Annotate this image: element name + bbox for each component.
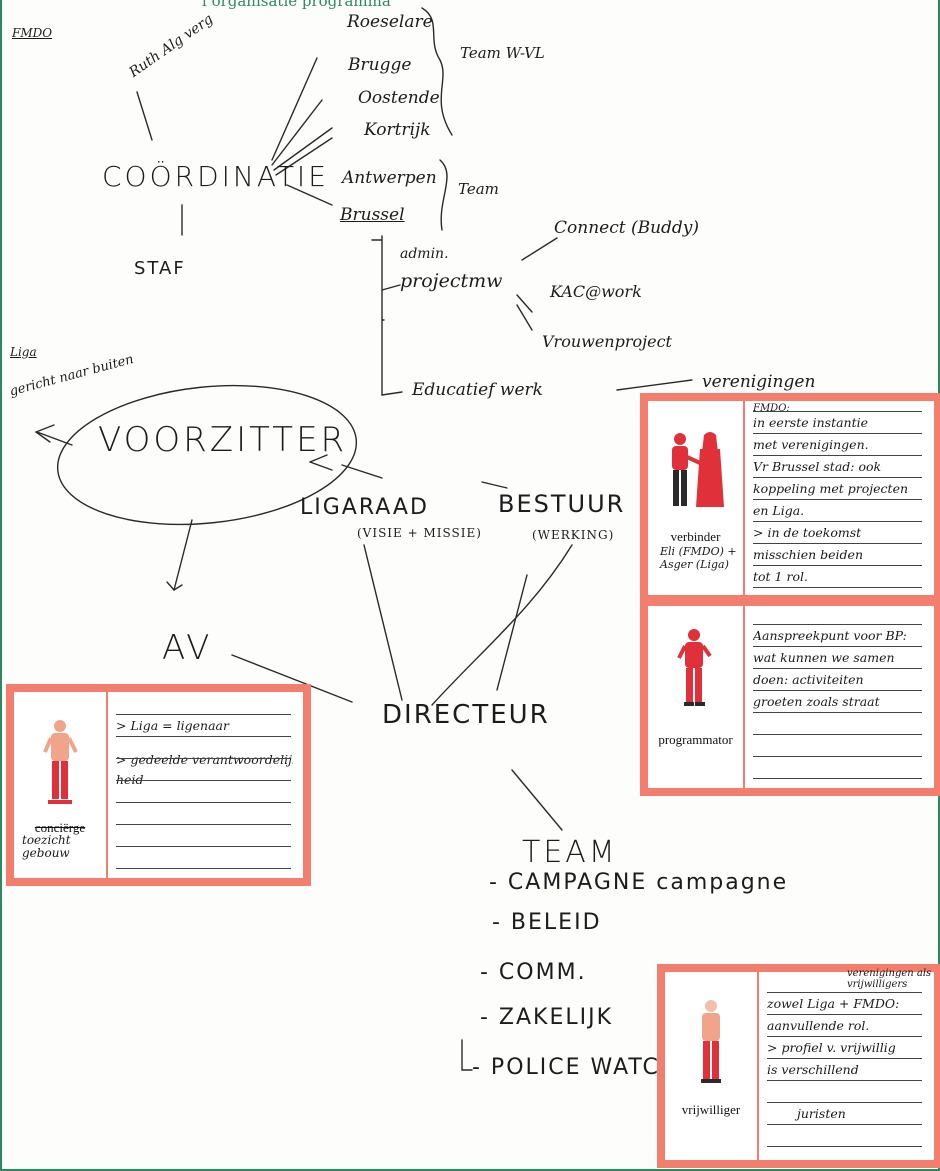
card-programmator-role: programmator — [658, 732, 733, 747]
card-verbinder-note: > in de toekomst — [753, 525, 862, 540]
card-verbinder-note: tot 1 rol. — [753, 569, 808, 584]
person-figure-icon — [677, 629, 712, 706]
node-coordinatie: COÖRDINATIE — [102, 160, 329, 193]
card-concierge-illustration: conciërge toezicht gebouw — [14, 692, 108, 878]
card-verbinder-note: FMDO: — [753, 403, 790, 414]
node-vrouwenproject: Vrouwenproject — [542, 332, 672, 351]
card-vrijwilliger-illustration: vrijwilliger — [665, 972, 759, 1160]
node-bestuur: BESTUUR — [498, 490, 626, 518]
card-verbinder: verbinder Eli (FMDO) + Asger (Liga) FMDO… — [640, 393, 940, 603]
card-verbinder-note: misschien beiden — [753, 547, 863, 562]
card-programmator: programmator Aanspreekpunt voor BP: wat … — [640, 598, 940, 796]
city-kortrijk: Kortrijk — [364, 120, 431, 140]
card-programmator-illustration: programmator — [648, 606, 745, 788]
card-verbinder-note: met verenigingen. — [753, 437, 869, 452]
city-brussel: Brussel — [340, 205, 405, 225]
card-programmator-note: wat kunnen we samen — [753, 650, 895, 665]
team-center-label: Team — [458, 180, 499, 198]
team-item-beleid: - BELEID — [492, 910, 602, 935]
node-staf: STAF — [134, 258, 186, 279]
node-directeur: DIRECTEUR — [382, 700, 550, 730]
card-programmator-note: groeten zoals straat — [753, 694, 880, 709]
card-verbinder-extra: Eli (FMDO) + Asger (Liga) — [660, 545, 737, 571]
card-verbinder-lines: FMDO: in eerste instantie met vereniging… — [743, 401, 934, 595]
card-vrijwilliger: vrijwilliger verenigingen als vrijwillig… — [657, 964, 940, 1168]
team-item-comm: - COMM. — [480, 960, 587, 985]
node-ligaraad-sub: (VISIE + MISSIE) — [357, 526, 482, 540]
couple-figure-icon — [672, 432, 724, 507]
team-item-campagne: - CAMPAGNE campagne — [489, 870, 789, 895]
node-kacwork: KAC@work — [550, 282, 642, 301]
card-concierge-note: > gedeelde verantwoordelijk- — [116, 752, 293, 767]
card-vrijwilliger-top-note: verenigingen als vrijwilligers — [847, 968, 932, 990]
card-concierge-role-alt: toezicht gebouw — [22, 833, 71, 860]
card-programmator-lines: Aanspreekpunt voor BP: wat kunnen we sam… — [743, 606, 934, 788]
card-vrijwilliger-note: aanvullende rol. — [767, 1018, 870, 1033]
card-verbinder-note: Vr Brussel stad: ook — [753, 459, 882, 474]
node-connect: Connect (Buddy) — [554, 218, 700, 238]
card-vrijwilliger-lines: verenigingen als vrijwilligers zowel Lig… — [757, 968, 934, 1160]
card-concierge-role: conciërge — [34, 820, 86, 835]
node-av: AV — [162, 628, 213, 668]
card-vrijwilliger-note: zowel Liga + FMDO: — [767, 996, 900, 1011]
node-voorzitter: VOORZITTER — [98, 420, 348, 460]
card-verbinder-note: en Liga. — [753, 503, 805, 518]
card-concierge-note: heid — [116, 772, 144, 787]
card-concierge-note: > Liga = ligenaar — [116, 718, 229, 733]
team-item-police-watch: - POLICE WATCH — [472, 1055, 679, 1080]
city-antwerpen: Antwerpen — [342, 168, 437, 188]
node-ligaraad: LIGARAAD — [300, 495, 429, 520]
team-west-label: Team W-VL — [460, 44, 545, 62]
team-item-zakelijk: - ZAKELIJK — [480, 1005, 614, 1030]
liga-note-1: Liga — [10, 345, 37, 359]
city-roeselare: Roeselare — [347, 12, 433, 32]
card-programmator-note: doen: activiteiten — [753, 672, 864, 687]
node-admin: admin. — [400, 246, 449, 262]
top-caption: l organisatie programma — [202, 0, 391, 10]
card-vrijwilliger-note: > profiel v. vrijwillig — [767, 1040, 896, 1055]
card-vrijwilliger-role: vrijwilliger — [681, 1102, 741, 1117]
person-figure-icon — [43, 720, 78, 804]
card-programmator-note: Aanspreekpunt voor BP: — [753, 628, 907, 643]
card-verbinder-note: koppeling met projecten — [753, 481, 909, 496]
node-educatief: Educatief werk — [412, 380, 543, 400]
card-verbinder-note: in eerste instantie — [753, 415, 869, 430]
corner-label: FMDO — [12, 26, 53, 40]
card-verbinder-role: verbinder — [670, 529, 721, 544]
city-oostende: Oostende — [358, 88, 440, 108]
node-verenigingen: verenigingen — [702, 372, 816, 392]
card-concierge-lines: > Liga = ligenaar > gedeelde verantwoord… — [106, 692, 303, 878]
card-vrijwilliger-note: is verschillend — [767, 1062, 859, 1077]
node-projectmw: projectmw — [400, 270, 503, 292]
card-verbinder-illustration: verbinder Eli (FMDO) + Asger (Liga) — [648, 401, 745, 595]
node-bestuur-sub: (WERKING) — [532, 528, 615, 542]
card-concierge: conciërge toezicht gebouw > Liga = ligen… — [6, 684, 311, 886]
node-team: TEAM — [522, 835, 618, 870]
city-brugge: Brugge — [348, 55, 412, 75]
person-figure-icon — [701, 1000, 721, 1083]
card-vrijwilliger-note: juristen — [797, 1106, 846, 1121]
